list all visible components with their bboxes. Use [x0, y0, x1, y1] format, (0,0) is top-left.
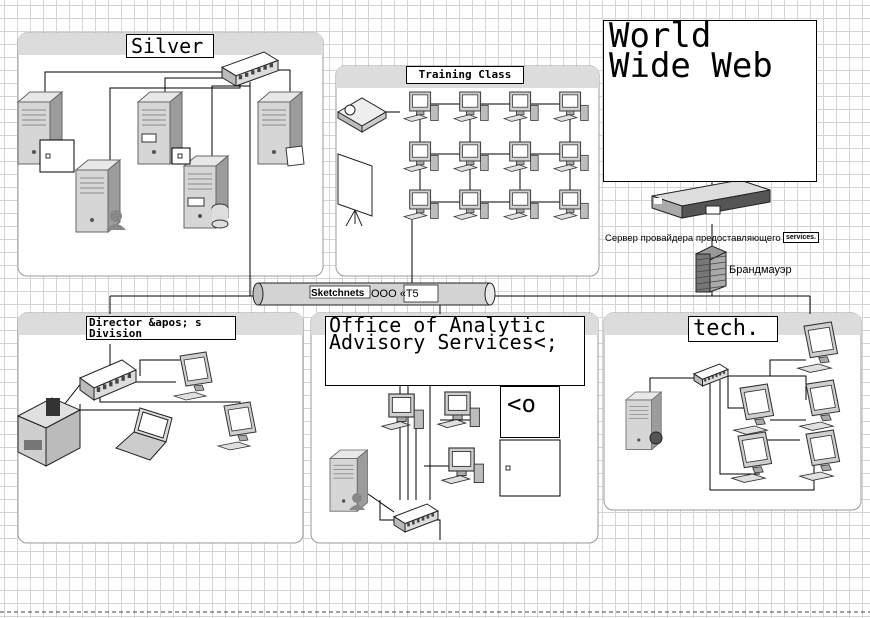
monitor-icon	[798, 429, 841, 481]
backbone-label: Sketchnets	[311, 288, 365, 299]
silver-link	[164, 77, 250, 96]
workstation-icon	[436, 391, 480, 429]
server-icon	[16, 90, 64, 166]
tech-link	[770, 375, 807, 400]
server-note	[171, 147, 191, 165]
printer-icon	[16, 397, 82, 467]
office-note: <o	[500, 386, 560, 438]
workstation-icon	[402, 91, 439, 122]
disk-icon	[141, 133, 157, 143]
silver-link	[44, 71, 240, 96]
zone-title-silver: Silver	[126, 34, 214, 58]
monitor-icon	[216, 401, 257, 451]
workstation-icon	[452, 141, 489, 172]
monitor-icon	[732, 383, 775, 435]
workstation-icon	[502, 141, 539, 172]
office-note-box	[499, 439, 561, 497]
isp-tag: services.	[783, 232, 819, 243]
backbone-suffix: ООО «T5	[371, 288, 419, 300]
director-link	[139, 359, 180, 376]
monitor-icon	[172, 351, 213, 401]
workstation-icon	[552, 141, 589, 172]
firewall-label: Брандмауэр	[729, 264, 792, 276]
internet-title: World Wide Web	[609, 16, 773, 86]
screen-icon	[337, 153, 373, 227]
hub-icon	[220, 51, 280, 87]
monitor-icon	[796, 321, 839, 373]
server-icon	[74, 158, 122, 234]
zone-title-tech: tech.	[688, 316, 778, 342]
internet-cloud-box: World Wide Web	[603, 16, 817, 182]
tech-link	[728, 359, 806, 377]
backbone-cylinder	[252, 282, 496, 306]
hub-icon	[692, 363, 730, 387]
zone-title-training: Training Class	[406, 66, 524, 84]
laptop-icon	[115, 407, 173, 461]
rack-server-icon	[651, 179, 771, 219]
workstation-icon	[452, 189, 489, 220]
hub-icon	[78, 359, 138, 401]
note-icon	[285, 145, 305, 167]
zone-title-office: Office of Analytic Advisory Services<;	[325, 315, 585, 386]
firewall-icon	[694, 245, 728, 293]
monitor-icon	[730, 431, 773, 483]
monitor-icon	[798, 379, 841, 431]
workstation-icon	[502, 189, 539, 220]
workstation-icon	[552, 91, 589, 122]
workstation-icon	[380, 393, 424, 431]
server-note	[39, 139, 75, 173]
projector-icon	[337, 97, 387, 133]
user-icon	[110, 210, 122, 222]
workstation-icon	[452, 91, 489, 122]
user-icon	[106, 224, 126, 230]
office-link	[367, 493, 395, 513]
silver-link	[275, 69, 291, 96]
disk-icon	[187, 197, 205, 207]
user-icon	[352, 493, 362, 503]
backbone-suffix-text: ООО «T5	[371, 288, 419, 300]
server-icon	[328, 449, 369, 513]
isp-label: Сервер провайдера предоставляющего	[605, 233, 781, 244]
user-icon	[349, 505, 365, 510]
hub-icon	[392, 503, 440, 533]
workstation-icon	[552, 189, 589, 220]
tech-link	[649, 377, 700, 396]
workstation-icon	[502, 91, 539, 122]
workstation-icon	[440, 447, 484, 485]
zone-title-director: Director &apos; s Division	[86, 316, 236, 340]
database-icon	[211, 219, 229, 229]
globe-icon	[649, 431, 663, 445]
workstation-icon	[402, 189, 439, 220]
tech-link	[719, 380, 760, 475]
server-icon	[624, 391, 663, 451]
workstation-icon	[402, 141, 439, 172]
database-icon	[212, 208, 228, 224]
